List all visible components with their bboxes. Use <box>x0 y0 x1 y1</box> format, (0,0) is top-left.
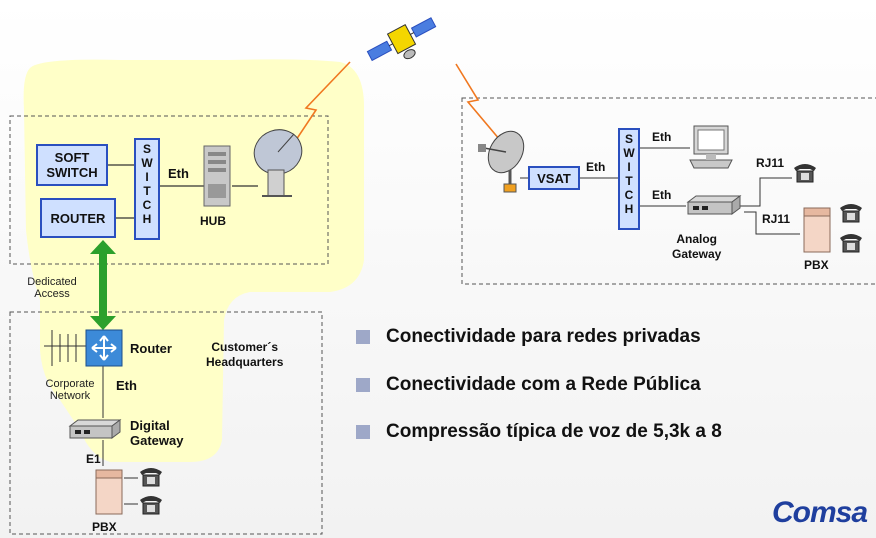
satellite-icon <box>366 17 437 62</box>
rj11-label-top: RJ11 <box>756 156 785 170</box>
pbx-label-left: PBX <box>92 520 117 534</box>
bullet-text: Conectividade para redes privadas <box>386 326 701 347</box>
hub-label: HUB <box>200 214 226 228</box>
digital-gateway-label: Digital Gateway <box>130 418 184 448</box>
computer-icon <box>689 125 733 169</box>
soft-switch-box: SOFT SWITCH <box>36 144 108 186</box>
eth-label-hq: Eth <box>116 378 137 393</box>
phone-icon <box>840 234 862 253</box>
router-label: Router <box>130 341 172 356</box>
satellite-dish-icon <box>253 129 303 197</box>
dedicated-access-label: Dedicated Access <box>27 276 77 300</box>
bullet-item: Conectividade para redes privadas <box>356 326 701 348</box>
e1-label: E1 <box>86 452 101 466</box>
vsat-box: VSAT <box>528 166 580 190</box>
analog-gateway-icon <box>686 195 742 215</box>
pbx-icon-right <box>803 207 831 253</box>
phone-icon <box>840 204 862 223</box>
bullet-square-icon <box>356 425 370 439</box>
corporate-network-label: Corporate Network <box>45 378 95 402</box>
eth-label-left: Eth <box>168 166 189 181</box>
phone-icon <box>794 164 816 183</box>
hub-server-icon <box>203 145 231 207</box>
bullet-item: Compressão típica de voz de 5,3k a 8 <box>356 421 722 443</box>
comsa-logo: Comsa <box>772 496 868 529</box>
customers-hq-label: Customer´s Headquarters <box>206 340 284 369</box>
eth-label-pc: Eth <box>652 130 672 144</box>
bullet-square-icon <box>356 378 370 392</box>
radio-link-left <box>295 61 351 141</box>
bullet-square-icon <box>356 330 370 344</box>
radio-link-right <box>455 63 501 141</box>
analog-gateway-label: Analog Gateway <box>672 232 722 261</box>
eth-label-vsat: Eth <box>586 160 606 174</box>
router-icon <box>85 329 123 367</box>
phone-icon <box>140 468 162 487</box>
dedicated-access-arrow <box>90 240 116 330</box>
pbx-label-right: PBX <box>804 258 829 272</box>
eth-label-gateway: Eth <box>652 188 672 202</box>
digital-gateway-icon <box>68 419 122 439</box>
bullet-text: Compressão típica de voz de 5,3k a 8 <box>386 421 722 442</box>
switch-left: S W I T C H <box>134 138 160 240</box>
router-box: ROUTER <box>40 198 116 238</box>
pbx-icon-left <box>95 469 123 515</box>
vsat-dish-icon <box>478 130 525 193</box>
phone-icon <box>140 496 162 515</box>
rj11-label-bottom: RJ11 <box>762 212 791 226</box>
bullet-text: Conectividade com a Rede Pública <box>386 374 701 395</box>
switch-right: S W I T C H <box>618 128 640 230</box>
bullet-item: Conectividade com a Rede Pública <box>356 374 701 396</box>
